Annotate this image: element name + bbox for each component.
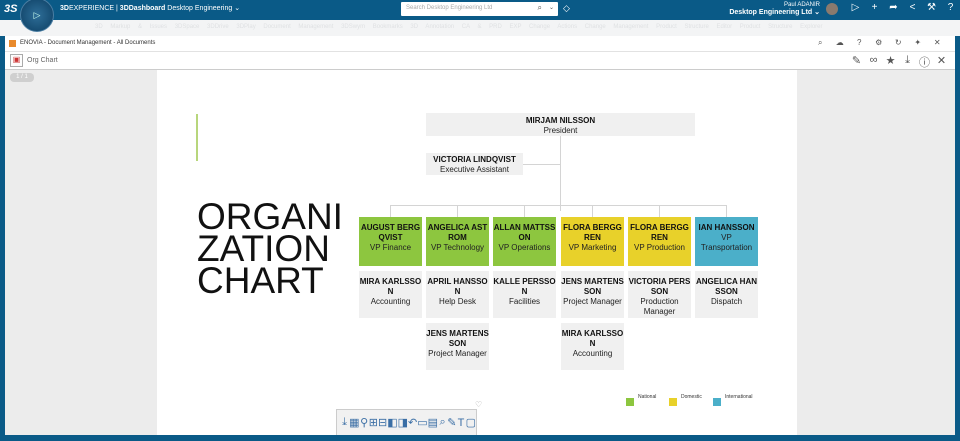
avatar[interactable] [826, 3, 838, 15]
chevron-down-icon[interactable]: ⌄ [548, 5, 554, 11]
connector [659, 205, 660, 217]
connector [457, 205, 458, 217]
connector [524, 205, 525, 217]
zoom-icon[interactable]: ⚲ [360, 417, 369, 429]
gear-icon[interactable]: ⚙ [875, 38, 883, 47]
help-icon[interactable]: ? [857, 38, 862, 47]
connector [523, 164, 560, 165]
add-icon[interactable]: + [871, 2, 878, 13]
zoom-out-icon[interactable]: ⊟ [377, 417, 388, 429]
connector [390, 205, 726, 206]
document-toolbar: ▣ Org Chart ✎ ∞ ★ ⤓ ⓘ ✕ [5, 52, 955, 70]
legend-swatch [713, 398, 721, 406]
zoom-in-icon[interactable]: ⊞ [368, 417, 378, 429]
play-icon[interactable]: ▷ [851, 2, 860, 13]
previous-page-icon[interactable]: ◧ [387, 417, 398, 429]
info-icon[interactable]: ⓘ [919, 57, 930, 69]
link-icon[interactable]: ∞ [869, 54, 878, 66]
document-name: Org Chart [27, 57, 58, 64]
right-panel [797, 70, 955, 435]
next-page-icon[interactable]: ◨ [397, 417, 408, 429]
connector [390, 205, 391, 217]
window-frame [0, 36, 5, 435]
legend-item: Domestic [669, 394, 711, 406]
edit-icon[interactable]: ✎ [851, 55, 862, 67]
save-icon[interactable]: ⤓ [342, 416, 348, 428]
top-bar: 3S 3DEXPERIENCE | 3DDashboard Desktop En… [0, 0, 960, 20]
refresh-icon[interactable]: ↻ [894, 38, 902, 47]
close-icon[interactable]: ✕ [936, 55, 947, 67]
fit-icon[interactable]: ▭ [417, 417, 428, 429]
legend-item: National [626, 394, 668, 406]
3ds-logo[interactable]: 3S [4, 3, 18, 15]
close-icon[interactable]: ✕ [933, 38, 941, 47]
connector [726, 205, 727, 217]
accent-bar [196, 114, 198, 161]
text-icon[interactable]: T [457, 416, 465, 429]
document-icon: ▣ [10, 54, 23, 67]
search-icon[interactable]: ⌕ [537, 3, 542, 12]
share-icon[interactable]: ➦ [889, 2, 898, 13]
rotate-icon[interactable]: ↶ [408, 417, 418, 429]
widget-header: ENOVIA - Document Management - All Docum… [5, 36, 955, 52]
search-icon[interactable]: ⌕ [818, 38, 823, 47]
pdf-toolbar: ⤓▦⚲⊞⊟◧◨↶▭▤⌕✎T▢ [336, 409, 477, 435]
app-icon [9, 40, 16, 47]
chevron-down-icon[interactable]: ♡ [475, 400, 483, 409]
form-icon[interactable]: ▢ [465, 417, 476, 429]
network-icon[interactable]: < [909, 2, 916, 13]
search-input[interactable]: Search Desktop Engineering Ltd⌕⌄ [401, 2, 558, 16]
page-view-icon[interactable]: ▦ [349, 417, 360, 429]
thumbnails-icon[interactable]: ▤ [427, 417, 439, 429]
download-icon[interactable]: ⤓ [905, 54, 910, 66]
scrollbar[interactable] [955, 36, 960, 435]
cloud-icon[interactable]: ☁ [835, 38, 844, 47]
page-indicator: 1 / 1 [10, 73, 34, 82]
tag-icon[interactable]: ◇ [563, 3, 570, 13]
legend-swatch [669, 398, 677, 406]
chart-title: ORGANIZATION CHART [197, 196, 343, 301]
pin-icon[interactable]: ✦ [914, 38, 922, 47]
compass-icon[interactable]: ▷ [20, 0, 54, 32]
bottom-bar [0, 435, 960, 441]
connector [560, 136, 561, 211]
legend-swatch [626, 398, 634, 406]
connector [592, 205, 593, 217]
tab-bar[interactable]: 3D Markup & Issues 3DSpace 3DDrive 3DPla… [0, 20, 960, 36]
dashboard-selector[interactable]: Desktop Engineering ⌄ [167, 5, 241, 12]
find-icon[interactable]: ⌕ [439, 416, 446, 428]
legend-item: International [713, 394, 755, 406]
widget-title: ENOVIA - Document Management - All Docum… [20, 40, 156, 46]
pen-icon[interactable]: ✎ [447, 417, 457, 429]
star-icon[interactable]: ★ [885, 55, 896, 67]
tools-icon[interactable]: ⚒ [927, 2, 936, 13]
brand: 3DEXPERIENCE | 3DDashboard Desktop Engin… [60, 5, 241, 12]
help-icon[interactable]: ? [947, 2, 954, 13]
